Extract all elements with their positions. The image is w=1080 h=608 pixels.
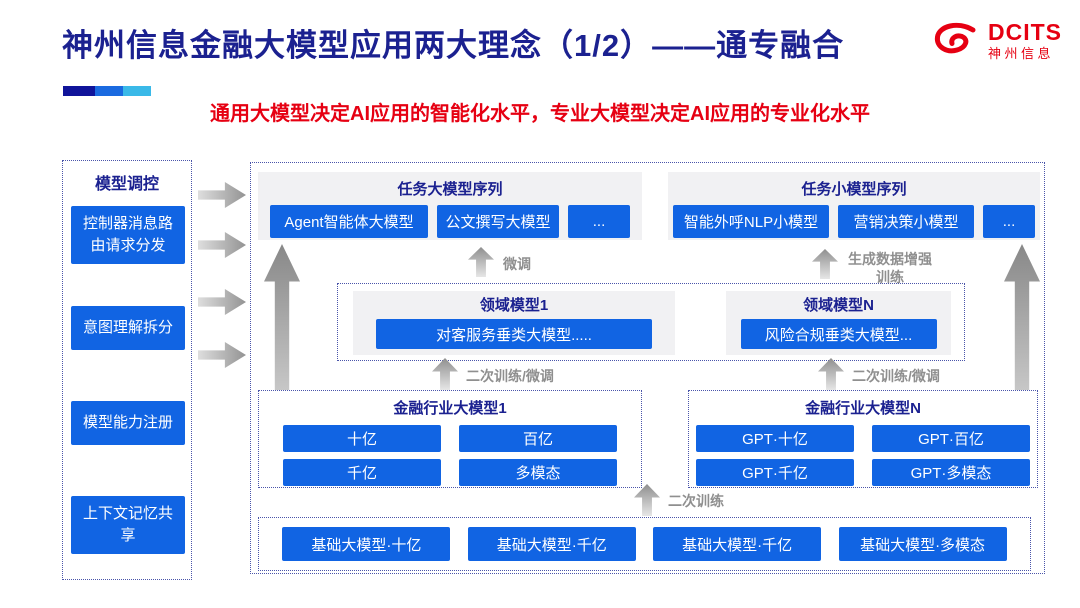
panel-title: 任务大模型序列: [397, 181, 503, 198]
task-large-model-panel: 任务大模型序列 Agent智能体大模型 公文撰写大模型 ...: [258, 172, 642, 240]
node-outbound-nlp-model: 智能外呼NLP小模型: [673, 205, 829, 238]
node-base-model-hundred-billion: 基础大模型·千亿: [467, 527, 636, 561]
accent-segment-blue: [95, 86, 123, 96]
right-arrow-icon: [198, 182, 246, 208]
node-ten-billion: 百亿: [459, 425, 617, 452]
page-title: 神州信息金融大模型应用两大理念（1/2）——通专融合: [62, 28, 845, 63]
subtitle: 通用大模型决定AI应用的智能化水平，专业大模型决定AI应用的专业化水平: [210, 103, 870, 125]
node-ellipsis: ...: [568, 205, 630, 238]
secondary-training-finetune-label: 二次训练/微调: [852, 368, 940, 384]
node-customer-service-vertical-model: 对客服务垂类大模型.....: [376, 319, 652, 349]
node-multimodal: 多模态: [459, 459, 617, 486]
node-document-writing-model: 公文撰写大模型: [437, 205, 559, 238]
right-arrow-icon: [198, 232, 246, 258]
node-marketing-decision-model: 营销决策小模型: [838, 205, 974, 238]
node-hundred-billion: 千亿: [283, 459, 441, 486]
node-agent-large-model: Agent智能体大模型: [270, 205, 428, 238]
sidebar-item-intent-split: 意图理解拆分: [71, 306, 185, 350]
node-ellipsis: ...: [983, 205, 1035, 238]
logo-subtext: 神州信息: [988, 46, 1055, 62]
sidebar-item-context-share: 上下文记忆共享: [71, 496, 185, 554]
node-gpt-multimodal: GPT·多模态: [872, 459, 1030, 486]
node-billion: 十亿: [283, 425, 441, 452]
panel-title: 领域模型1: [479, 297, 549, 314]
finetune-label: 微调: [503, 256, 531, 272]
node-gpt-ten-billion: GPT·百亿: [872, 425, 1030, 452]
title-accent-bar: [63, 86, 151, 96]
node-risk-compliance-vertical-model: 风险合规垂类大模型...: [740, 319, 937, 349]
domain-model-1-panel: 领域模型1 对客服务垂类大模型.....: [353, 291, 675, 355]
dcits-logo: DCITS 神州信息: [932, 19, 1062, 62]
panel-title: 领域模型N: [803, 297, 874, 314]
gen-data-training-label: 生成数据增强训练: [848, 251, 932, 286]
task-small-model-panel: 任务小模型序列 智能外呼NLP小模型 营销决策小模型 ...: [668, 172, 1040, 240]
industry-model-1-panel: 金融行业大模型1 十亿 百亿 千亿 多模态: [258, 390, 642, 488]
accent-segment-cyan: [123, 86, 151, 96]
dcits-swirl-icon: [934, 22, 976, 54]
logo-name: DCITS: [988, 19, 1062, 45]
sidebar-title: 模型调控: [94, 176, 159, 193]
accent-segment-dark: [63, 86, 95, 96]
panel-title: 金融行业大模型N: [805, 400, 921, 417]
right-arrow-icon: [198, 342, 246, 368]
main-architecture-container: [250, 162, 1045, 574]
domain-models-container: 领域模型1 对客服务垂类大模型..... 领域模型N 风险合规垂类大模型...: [337, 283, 965, 361]
domain-model-n-panel: 领域模型N 风险合规垂类大模型...: [726, 291, 951, 355]
industry-model-n-panel: 金融行业大模型N GPT·十亿 GPT·百亿 GPT·千亿 GPT·多模态: [688, 390, 1038, 488]
right-arrow-icon: [198, 289, 246, 315]
secondary-training-finetune-label: 二次训练/微调: [466, 368, 554, 384]
node-gpt-hundred-billion: GPT·千亿: [696, 459, 854, 486]
node-base-model-billion: 基础大模型·十亿: [282, 527, 451, 561]
model-control-panel: 模型调控 控制器消息路由请求分发 意图理解拆分 模型能力注册 上下文记忆共享: [62, 160, 192, 580]
panel-title: 金融行业大模型1: [393, 400, 507, 417]
node-gpt-billion: GPT·十亿: [696, 425, 854, 452]
sidebar-item-router-dispatch: 控制器消息路由请求分发: [71, 206, 185, 264]
node-base-model-multimodal: 基础大模型·多模态: [838, 527, 1007, 561]
panel-title: 任务小模型序列: [801, 181, 907, 198]
base-models-container: 基础大模型·十亿 基础大模型·千亿 基础大模型·千亿 基础大模型·多模态: [258, 517, 1031, 571]
sidebar-item-capability-register: 模型能力注册: [71, 401, 185, 445]
secondary-training-label: 二次训练: [668, 493, 724, 509]
node-base-model-hundred-billion-2: 基础大模型·千亿: [653, 527, 822, 561]
